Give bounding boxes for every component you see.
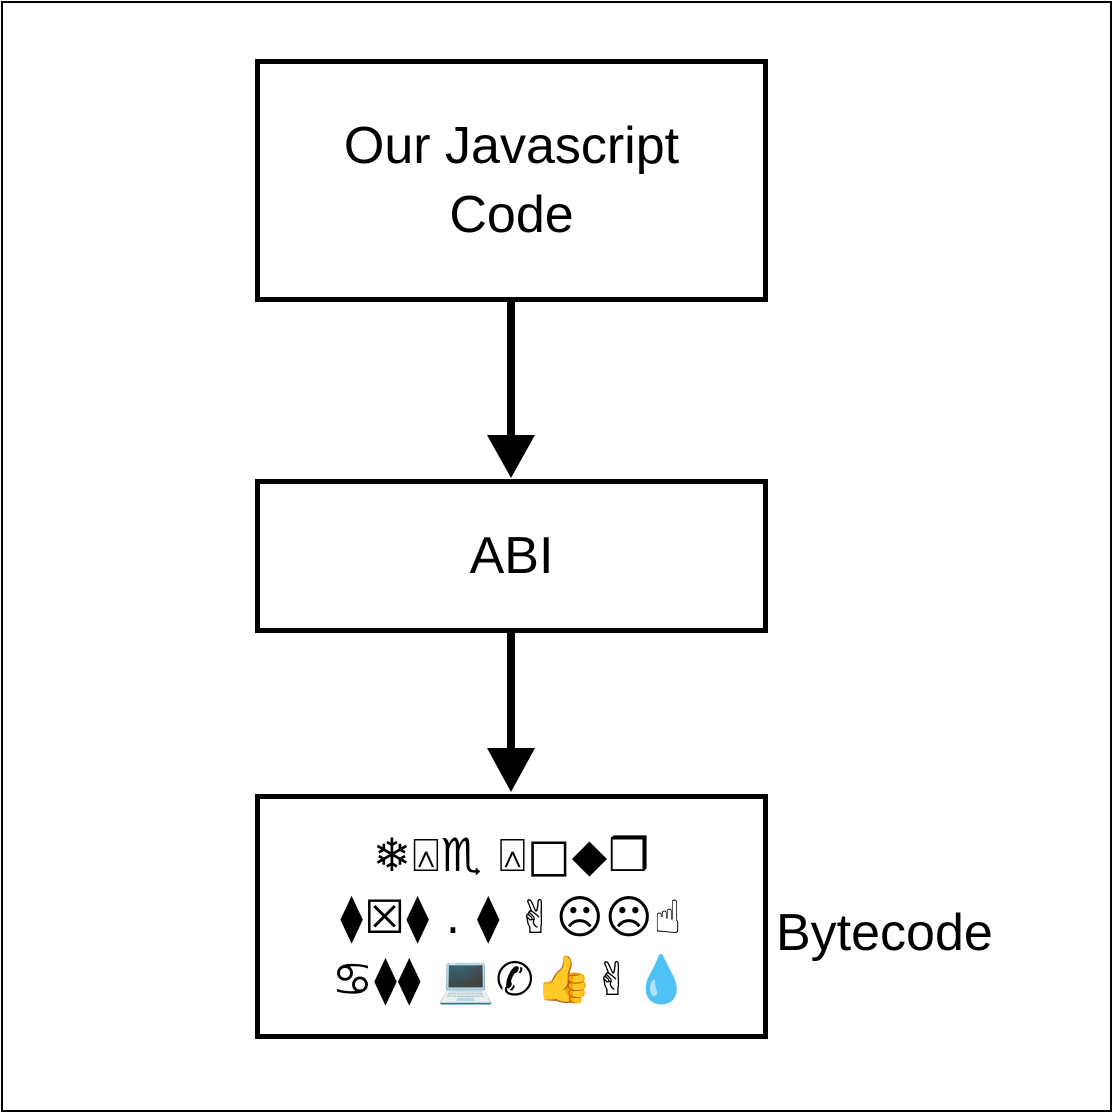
bytecode-label: Bytecode [776, 904, 993, 962]
node-label: ABI [469, 526, 554, 585]
bytecode-glyphs: ❄⍓♏ ⍓□◆❒ ⧫☒⧫ . ⧫ ✌☹☹☝ ♋⧫⧫ 💻✆👍✌💧 [332, 827, 691, 1007]
node-javascript-code: Our Javascript Code [255, 59, 768, 302]
node-abi: ABI [255, 479, 768, 633]
node-label: Our Javascript Code [343, 116, 680, 244]
bytecode-glyph-line: ❄⍓♏ ⍓□◆❒ [372, 827, 651, 882]
bytecode-glyph-line: ⧫☒⧫ . ⧫ ✌☹☹☝ [340, 889, 683, 944]
node-bytecode: ❄⍓♏ ⍓□◆❒ ⧫☒⧫ . ⧫ ✌☹☹☝ ♋⧫⧫ 💻✆👍✌💧 [255, 794, 768, 1039]
bytecode-glyph-line: ♋⧫⧫ 💻✆👍✌💧 [331, 951, 692, 1006]
